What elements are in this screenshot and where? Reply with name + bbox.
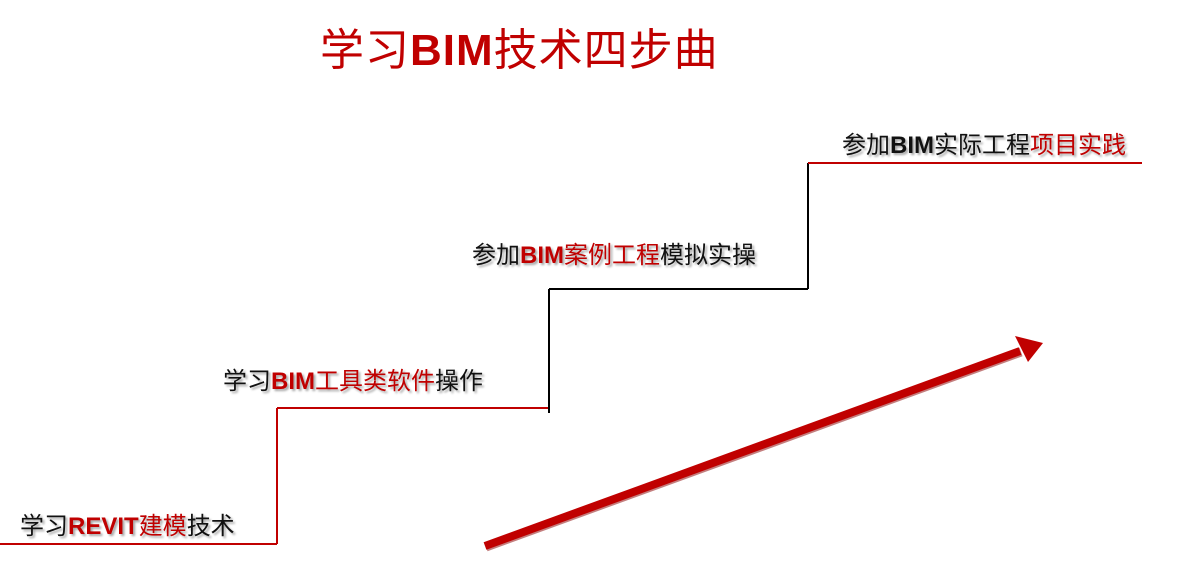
step-2-text-3: 工具类软件 [315,367,435,395]
step-1-text-3: 建模 [138,512,187,540]
step-3-text-3: 案例工程 [564,241,660,269]
step-1-text-4: 技术 [186,512,235,540]
step-4-label: 参加BIM实际工程项目实践 [842,125,1126,160]
step-2-label: 学习BIM工具类软件操作 [223,361,483,396]
step-2-text-4: 操作 [435,367,483,395]
step-4-text-4: 项目实践 [1030,131,1126,159]
step-2-text-2: BIM [271,368,315,395]
step-4-text-2: BIM [890,132,934,159]
step-3-text-2: BIM [520,242,564,269]
step-4-text-3: 实际工程 [934,131,1030,159]
step-1-text-1: 学习 [20,512,68,540]
step-3-text-1: 参加 [472,241,520,269]
step-4-text-1: 参加 [842,131,890,159]
step-1-text-2: REVIT [68,513,139,540]
arrow-up-right-icon [483,336,1043,552]
title-part-1: 学习 [320,25,410,76]
step-1-label: 学习REVIT建模技术 [20,506,235,541]
title-part-3: 技术四步曲 [493,25,719,76]
step-3-text-4: 模拟实操 [660,241,756,269]
page-title: 学习BIM技术四步曲 [320,14,719,78]
step-3-label: 参加BIM案例工程模拟实操 [472,235,756,270]
title-part-2: BIM [410,26,494,75]
step-2-text-1: 学习 [223,367,271,395]
